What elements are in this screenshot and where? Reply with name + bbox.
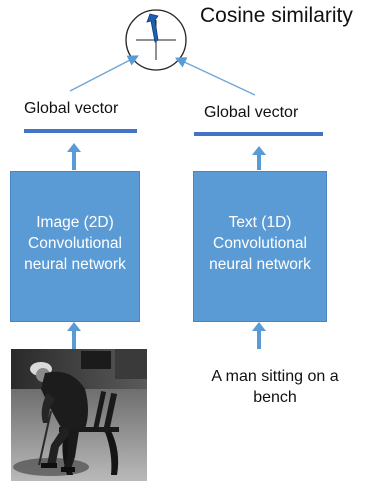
text-input-caption: A man sitting on a bench <box>205 366 345 408</box>
image-cnn-line-2: Convolutional <box>28 235 122 252</box>
image-cnn-box: Image (2D) Convolutional neural network <box>10 171 140 322</box>
image-cnn-line-3: neural network <box>24 256 126 273</box>
text-cnn-line-3: neural network <box>209 256 311 273</box>
image-cnn-line-1: Image (2D) <box>36 214 114 231</box>
global-vector-bar-right <box>194 132 323 136</box>
cosine-similarity-label: Cosine similarity <box>200 4 353 27</box>
arrow-box-to-vector-left <box>67 143 81 170</box>
arrow-image-to-network <box>67 322 81 349</box>
global-vector-bar-left <box>24 129 137 133</box>
global-vector-label-right: Global vector <box>204 104 299 121</box>
text-cnn-line-2: Convolutional <box>213 235 307 252</box>
caption-line-1: A man sitting on a <box>211 368 339 385</box>
cosine-dial-icon <box>125 9 187 71</box>
text-cnn-box: Text (1D) Convolutional neural network <box>193 171 327 322</box>
arrow-box-to-vector-right <box>252 146 266 170</box>
photo-man-on-bench <box>11 349 147 481</box>
arrow-text-to-network <box>252 322 266 349</box>
global-vector-label-left: Global vector <box>24 100 119 117</box>
arrow-left-to-dial <box>69 55 139 92</box>
caption-line-2: bench <box>253 389 297 406</box>
arrow-right-to-dial <box>174 57 256 96</box>
text-cnn-line-1: Text (1D) <box>228 214 292 231</box>
